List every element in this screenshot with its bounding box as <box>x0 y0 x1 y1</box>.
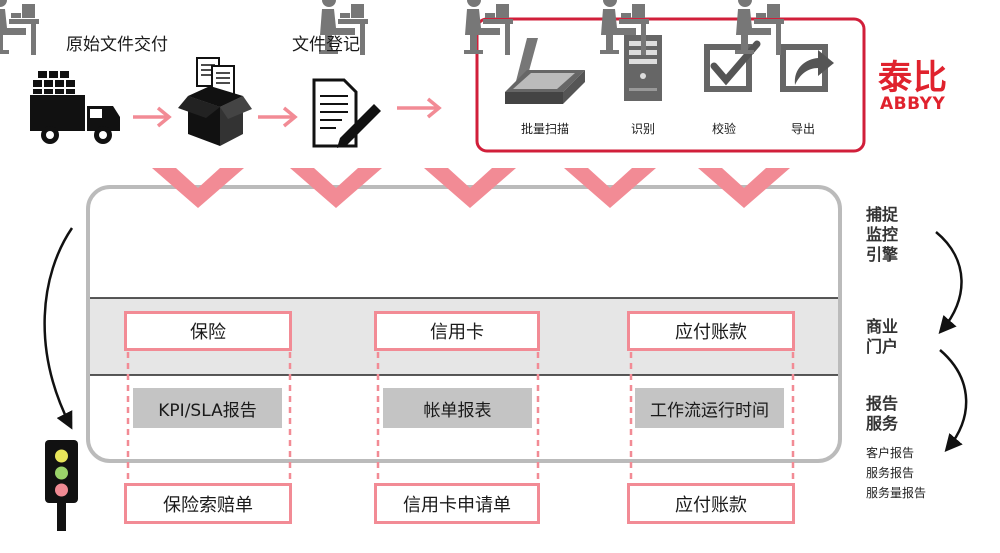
portal-category-insurance: 保险 <box>124 311 292 351</box>
traffic-light-icon <box>45 440 78 531</box>
report-services-label: 报告 服务 <box>866 394 899 433</box>
chevron-3 <box>424 168 516 208</box>
chevron-5 <box>698 168 790 208</box>
report-item: 客户报告 <box>866 446 915 460</box>
step-recognize-label: 识别 <box>631 122 656 136</box>
capture-engine-label: 捕捉 监控 引擎 <box>866 205 899 264</box>
scanner-icon <box>505 38 585 104</box>
output-credit-card-application: 信用卡申请单 <box>374 483 540 524</box>
report-item: 服务报告 <box>866 466 915 480</box>
brand-logo-cn: 泰比 <box>878 58 948 98</box>
server-icon <box>624 35 662 101</box>
portal-category-credit-card: 信用卡 <box>374 311 540 351</box>
export-icon <box>780 44 834 92</box>
step-export-label: 导出 <box>791 122 816 136</box>
flow-arrow-2 <box>258 106 298 128</box>
step-scan-label: 批量扫描 <box>521 122 570 136</box>
delivery-label: 原始文件交付 <box>66 35 168 55</box>
registration-label: 文件登记 <box>292 35 360 55</box>
report-item: 服务量报告 <box>866 486 927 500</box>
brand-logo-en: ABBYY <box>880 94 946 114</box>
report-billing: 帐单报表 <box>383 388 532 428</box>
document-box-icon <box>178 57 252 146</box>
chevron-2 <box>290 168 382 208</box>
output-insurance-claim: 保险索赔单 <box>124 483 292 524</box>
output-payables: 应付账款 <box>627 483 795 524</box>
left-curve-arrow <box>43 227 74 430</box>
right-curve-arrow-2 <box>939 349 968 452</box>
chevron-4 <box>564 168 656 208</box>
chevron-1 <box>152 168 244 208</box>
right-curve-arrow-1 <box>935 231 963 334</box>
report-workflow-runtime: 工作流运行时间 <box>635 388 784 428</box>
report-kpi-sla: KPI/SLA报告 <box>133 388 282 428</box>
truck-icon <box>30 71 120 144</box>
register-document-icon <box>312 78 381 148</box>
capture-frame <box>475 17 866 153</box>
operator-icon <box>0 0 39 55</box>
flow-arrow-3 <box>397 97 442 119</box>
report-items-list: 客户报告 服务报告 服务量报告 <box>866 443 926 503</box>
step-verify-label: 校验 <box>712 122 737 136</box>
business-portal-label: 商业 门户 <box>866 317 899 356</box>
portal-category-payables: 应付账款 <box>627 311 795 351</box>
flow-arrow-1 <box>133 106 172 128</box>
chevrons <box>152 168 790 208</box>
